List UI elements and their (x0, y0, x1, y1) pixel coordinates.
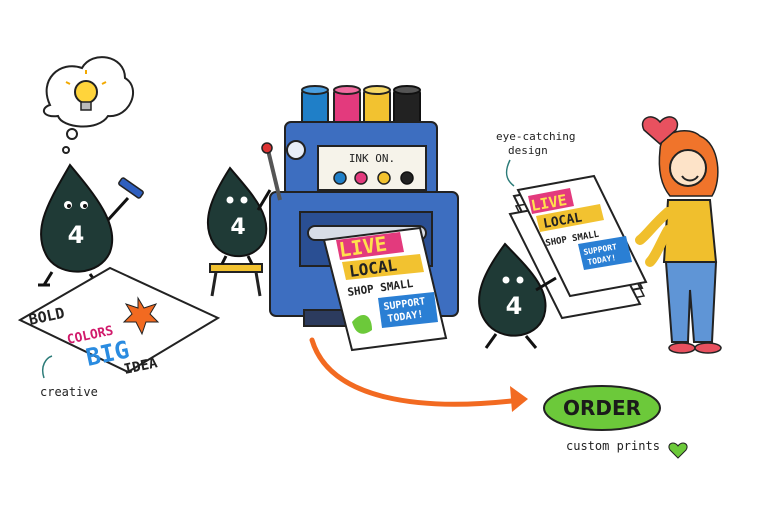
stack-line2: LOCAL (542, 210, 583, 232)
lightbulb-icon (65, 70, 107, 111)
marker-pen-icon (118, 177, 144, 199)
caption-left-arrow (41, 355, 53, 379)
drop-number-right: 4 (506, 292, 523, 320)
poster-stack: LIVE LOCAL SHOP SMALL SUPPORT TODAY! (508, 174, 648, 320)
order-button[interactable]: ORDER (543, 385, 661, 431)
caption-design: design (508, 144, 548, 157)
ink-drop-character-left: 4 (38, 163, 130, 287)
ink-can-magenta (333, 85, 361, 127)
caption-eye-catching: eye-catching (496, 130, 575, 143)
ink-can-yellow (363, 85, 391, 127)
press-label: INK ON. (349, 152, 395, 165)
poster-left-line4: IDEA (123, 355, 160, 378)
order-button-label: ORDER (563, 396, 641, 420)
poster-line5: TODAY! (387, 309, 424, 325)
ink-drop-character-center: 4 (206, 166, 272, 265)
flow-arrow (309, 337, 523, 407)
printed-poster: LIVE LOCAL SHOP SMALL SUPPORT TODAY! (322, 226, 448, 352)
drop-number-left: 4 (68, 221, 85, 249)
heart-icon (641, 116, 679, 145)
stack-line1: LIVE (530, 191, 569, 215)
ink-cans (301, 85, 421, 127)
caption-creative: creative (40, 385, 98, 399)
cta-subtext: custom prints (566, 439, 660, 453)
ink-can-black (393, 85, 421, 127)
stool (209, 263, 263, 297)
drop-number-center: 4 (230, 215, 245, 240)
ink-drop-character-right: 4 (478, 242, 557, 349)
caption-right-arrow (505, 159, 515, 187)
idea-poster: BOLD COLORS BIG IDEA (17, 266, 221, 378)
happy-customer (635, 129, 722, 354)
small-heart-icon (668, 442, 688, 459)
ink-can-blue (301, 85, 329, 127)
flow-arrow-head (510, 386, 528, 412)
